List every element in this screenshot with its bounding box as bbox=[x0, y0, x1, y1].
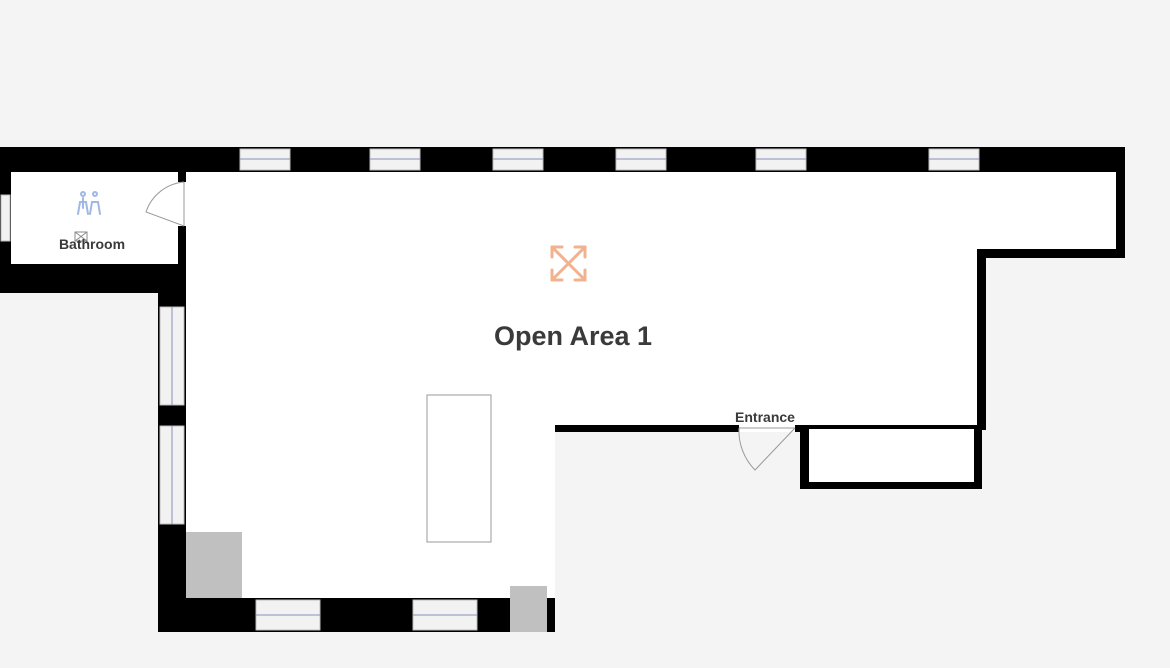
wall-entry-right bbox=[795, 424, 809, 432]
vent-icon bbox=[74, 231, 88, 242]
wall-bathroom-top bbox=[0, 147, 186, 172]
expand-arrows-icon bbox=[550, 245, 587, 282]
bathroom-door-gap bbox=[178, 182, 186, 226]
wall-lower-top-left bbox=[547, 424, 739, 432]
restroom-icon bbox=[70, 186, 108, 224]
wall-bump-left bbox=[800, 425, 809, 489]
kitchen-island bbox=[426, 394, 492, 543]
open-area-floor bbox=[186, 172, 1116, 598]
storage-floor bbox=[809, 429, 974, 482]
wall-lower-top-right bbox=[800, 425, 982, 429]
window-bathroom-left bbox=[0, 194, 11, 242]
wall-bathroom-bottom bbox=[0, 264, 186, 293]
wall-bump-bottom bbox=[800, 482, 982, 489]
entrance-label: Entrance bbox=[735, 409, 795, 425]
bathroom-label: Bathroom bbox=[59, 236, 125, 252]
wall-bottom bbox=[167, 598, 555, 632]
wall-right-mid bbox=[977, 249, 986, 430]
wall-step-top bbox=[977, 249, 1125, 258]
wall-left-foot bbox=[158, 598, 186, 632]
wall-right-upper bbox=[1116, 147, 1125, 258]
entrance-door bbox=[738, 427, 796, 471]
fixture-block-bottom bbox=[510, 586, 547, 632]
wall-bump-right bbox=[974, 425, 982, 489]
window-panes bbox=[171, 158, 979, 616]
open-area-label: Open Area 1 bbox=[494, 321, 652, 351]
bathroom-door bbox=[145, 181, 185, 227]
fixture-block-left bbox=[186, 532, 242, 598]
